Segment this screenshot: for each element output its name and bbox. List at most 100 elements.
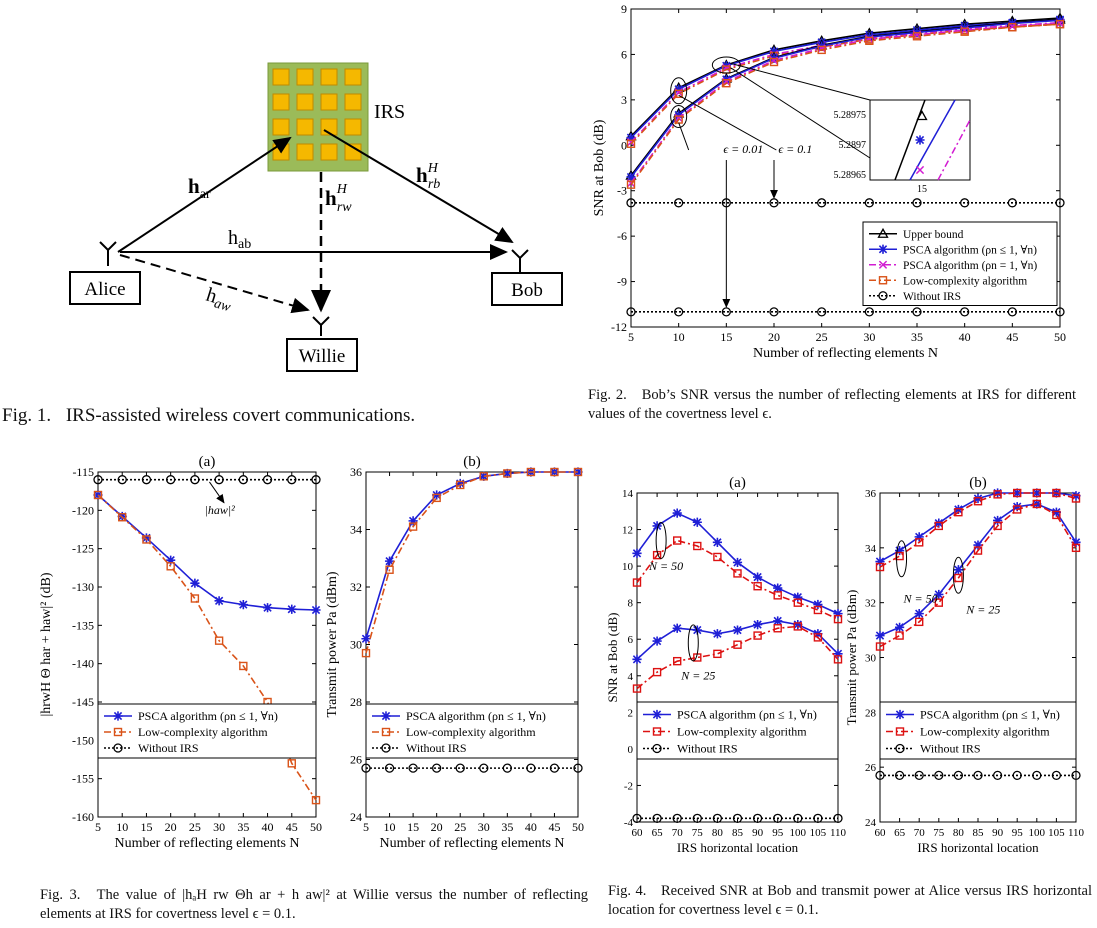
x-tick-label: 25 — [454, 820, 466, 834]
data-point — [674, 89, 683, 99]
irs-element — [272, 68, 290, 86]
data-point — [1052, 488, 1061, 498]
data-point — [753, 572, 763, 582]
data-point — [721, 307, 731, 317]
irs-element — [296, 93, 314, 111]
data-point — [1051, 770, 1062, 781]
label-h-aw: haw — [203, 284, 236, 316]
x-tick-label: 75 — [933, 827, 945, 839]
series-line — [636, 625, 839, 690]
x-tick-label: 110 — [830, 827, 847, 839]
x-tick-label: 100 — [1029, 827, 1046, 839]
data-point — [864, 198, 874, 208]
data-point — [773, 624, 782, 633]
y-tick-label: 36 — [865, 488, 877, 500]
data-point — [934, 598, 944, 607]
irs-element — [320, 143, 338, 161]
data-point — [973, 493, 983, 504]
data-point — [1032, 488, 1042, 498]
series-line — [879, 503, 1077, 648]
data-point — [878, 244, 888, 254]
data-point — [912, 307, 922, 317]
bob-label: Bob — [511, 280, 543, 301]
data-point — [769, 57, 779, 67]
series — [626, 198, 1065, 208]
data-point — [732, 557, 743, 568]
y-tick-label: 12 — [622, 525, 633, 537]
data-point — [455, 478, 465, 489]
annotation-eps-01: ϵ = 0.1 — [778, 142, 812, 156]
data-point — [1012, 505, 1022, 514]
series — [626, 307, 1065, 317]
x-tick-label: 90 — [752, 827, 764, 839]
data-point — [1012, 488, 1022, 498]
chart-title: (a) — [199, 454, 216, 470]
data-point — [875, 770, 885, 781]
highlight-ellipse — [952, 556, 964, 594]
data-point — [456, 480, 465, 490]
data-point — [1055, 19, 1065, 29]
data-point — [384, 763, 395, 773]
legend-label: Without IRS — [920, 742, 981, 756]
x-tick-label: 10 — [384, 820, 396, 834]
x-tick-label: 60 — [632, 827, 644, 839]
y-tick-label: 14 — [622, 488, 634, 500]
data-point — [652, 743, 662, 754]
data-point — [672, 813, 682, 823]
y-tick-label: -135 — [72, 618, 94, 632]
x-tick-label: 35 — [501, 820, 513, 834]
data-point — [652, 636, 662, 646]
x-tick-label: 40 — [525, 820, 537, 834]
plot-frame — [630, 8, 1061, 328]
data-point — [817, 198, 827, 208]
series — [361, 763, 583, 773]
data-point — [960, 27, 969, 36]
x-tick-label: 50 — [1054, 330, 1066, 344]
x-axis-label: IRS horizontal location — [677, 840, 799, 855]
y-tick-label: 34 — [350, 523, 362, 537]
data-point — [381, 743, 391, 753]
data-point — [973, 546, 983, 555]
data-point — [953, 770, 964, 781]
y-axis-label: |hrwH Θ har + haw|² (dB) — [39, 572, 54, 716]
data-point — [652, 727, 662, 736]
data-point — [713, 649, 722, 659]
data-point — [895, 743, 905, 754]
data-point — [626, 139, 636, 148]
x-tick-label: 20 — [768, 330, 780, 344]
data-point — [287, 604, 297, 614]
y-tick-label: -4 — [624, 817, 634, 829]
x-tick-label: 105 — [1048, 827, 1065, 839]
data-point — [973, 497, 983, 506]
data-point — [934, 518, 944, 528]
legend-label: Low-complexity algorithm — [920, 725, 1050, 739]
y-tick-label: -2 — [624, 780, 633, 792]
inset-y-tick-label: 5.28975 — [834, 110, 867, 121]
series — [625, 13, 1066, 180]
data-point — [652, 667, 662, 677]
data-point — [833, 655, 843, 664]
fig2-caption-label: Fig. 2. — [588, 387, 627, 403]
chart-title: (b) — [969, 475, 987, 491]
y-tick-label: 0 — [621, 138, 627, 152]
data-point — [712, 813, 723, 823]
y-tick-label: 3 — [621, 93, 627, 107]
data-point — [502, 763, 512, 773]
series-line — [630, 23, 1061, 186]
x-tick-label: 30 — [863, 330, 875, 344]
y-tick-label: -125 — [72, 542, 94, 556]
x-tick-label: 65 — [652, 827, 664, 839]
series — [93, 475, 321, 485]
data-point — [916, 110, 928, 121]
fig4-caption-text: Received SNR at Bob and transmit power a… — [608, 883, 1093, 918]
legend-label: Low-complexity algorithm — [903, 275, 1027, 287]
chart-title: (a) — [729, 475, 746, 491]
x-axis-label: Number of reflecting elements N — [379, 836, 564, 851]
data-point — [214, 475, 224, 485]
data-point — [626, 198, 636, 208]
data-point — [674, 307, 684, 317]
data-point — [875, 562, 885, 572]
irs-element — [272, 118, 290, 136]
data-point — [934, 589, 944, 600]
